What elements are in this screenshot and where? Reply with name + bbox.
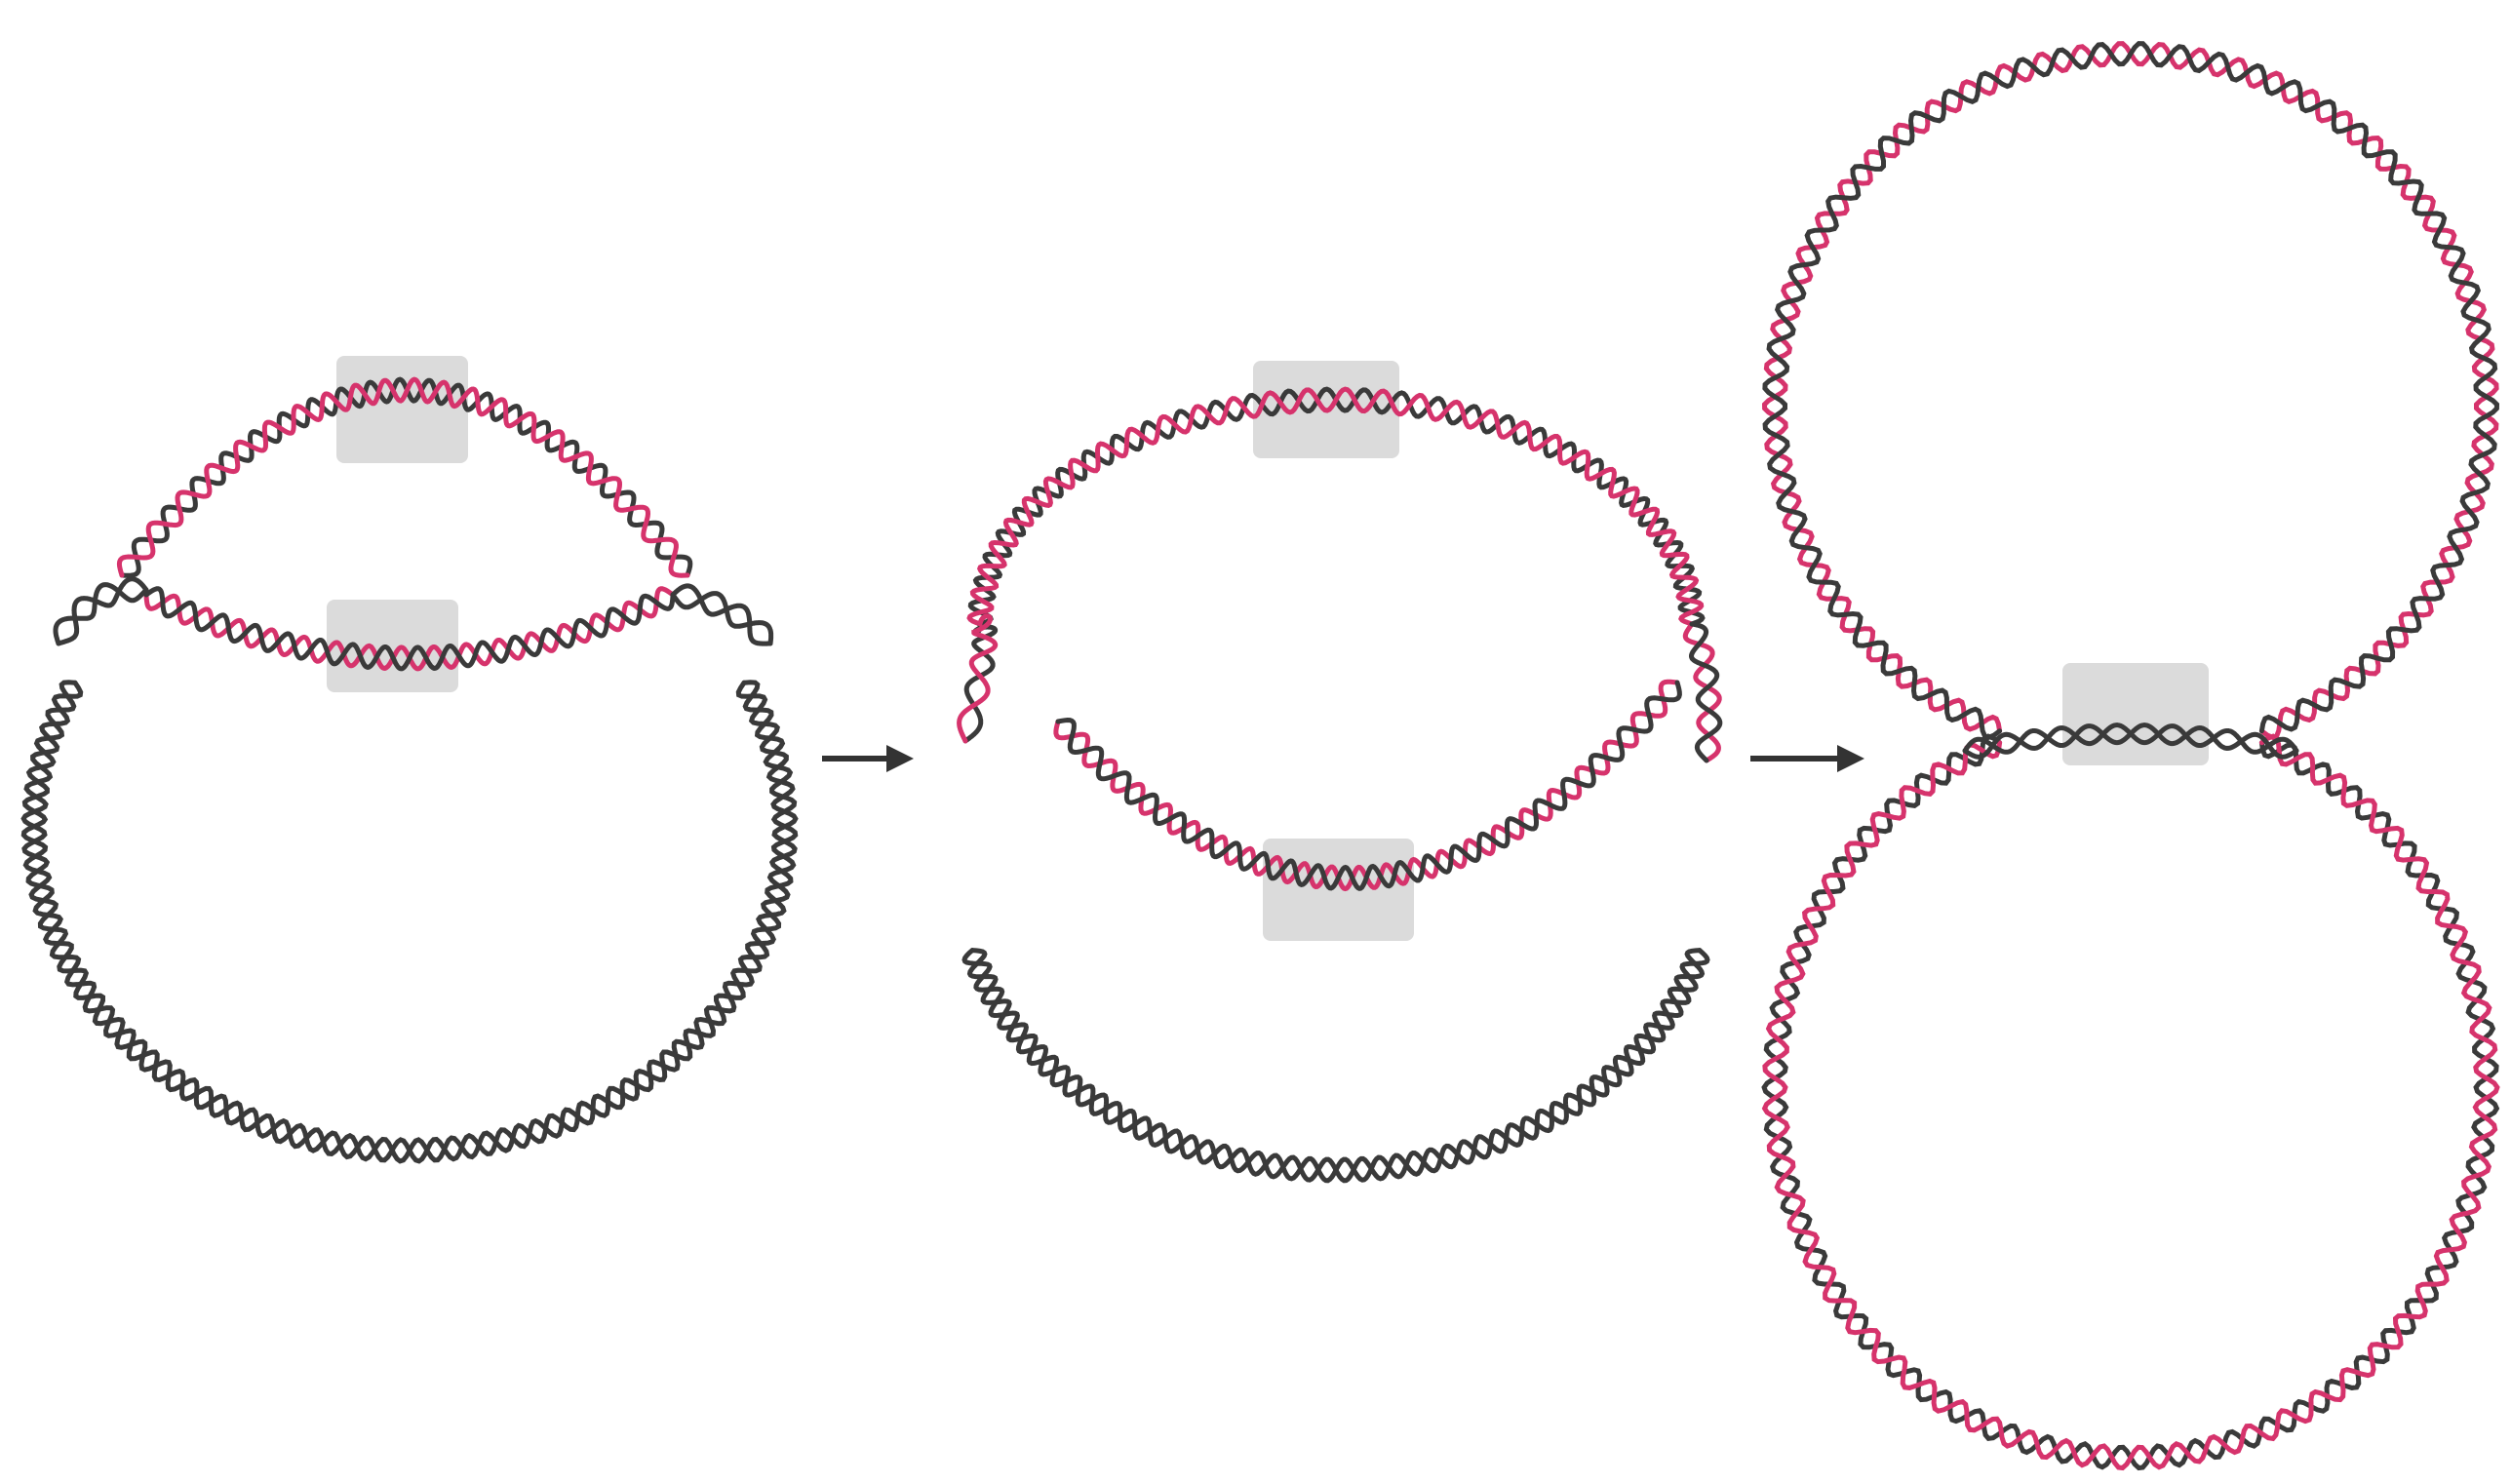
origin-shade xyxy=(1263,839,1414,941)
origin-shade xyxy=(2062,663,2209,765)
origin-shade xyxy=(336,356,468,463)
origin-shade xyxy=(327,600,458,692)
